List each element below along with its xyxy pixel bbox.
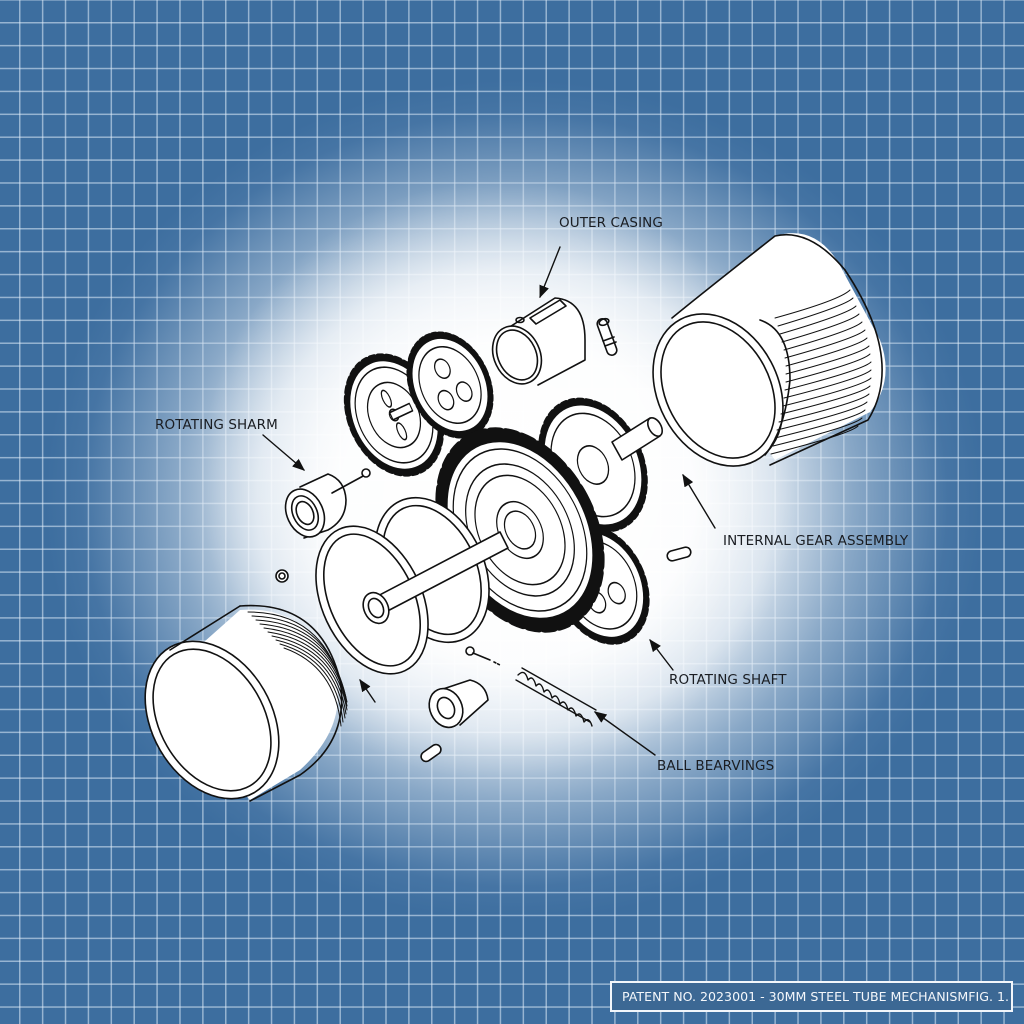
small-pin-bottom-icon: [420, 743, 442, 763]
label-internal-gear-assembly: INTERNAL GEAR ASSEMBLY: [723, 533, 909, 549]
screw-icon: [465, 646, 501, 666]
threaded-tube-right-icon: [652, 233, 886, 467]
leader-arrows: [262, 246, 716, 756]
threaded-tube-left-icon: [144, 604, 348, 802]
arrow-ball-bearvings: [593, 711, 656, 756]
label-outer-casing: OUTER CASING: [559, 215, 663, 231]
arrow-flange: [359, 678, 376, 703]
collar-bearing-bottom-icon: [428, 679, 489, 729]
label-ball-bearvings: BALL BEARVINGS: [657, 758, 775, 774]
figure-number: FIG. 1.: [968, 989, 1009, 1004]
slotted-sleeve-icon: [491, 297, 586, 386]
small-pin-right-icon: [666, 546, 692, 562]
patent-title: PATENT NO. 2023001 - 30MM STEEL TUBE MEC…: [622, 989, 969, 1004]
arrow-outer-casing: [539, 246, 561, 299]
patent-title-block: PATENT NO. 2023001 - 30MM STEEL TUBE MEC…: [610, 981, 1013, 1012]
arrow-internal-gear-assembly: [682, 473, 716, 529]
roller-bearing-left-icon: [284, 468, 371, 539]
flanged-ring-shaft-icon: [315, 496, 509, 675]
arrow-rotating-shaft: [649, 639, 674, 671]
small-washer-icon: [275, 569, 289, 583]
small-pin-top-icon: [596, 317, 618, 356]
coil-spring-icon: [515, 667, 597, 727]
label-rotating-sharm: ROTATING SHARM: [155, 417, 278, 433]
gear-upper-middle-icon: [406, 331, 494, 439]
label-rotating-shaft: ROTATING SHAFT: [669, 672, 787, 688]
arrow-rotating-sharm: [262, 434, 305, 471]
shaft-stub-right-icon: [611, 417, 664, 461]
